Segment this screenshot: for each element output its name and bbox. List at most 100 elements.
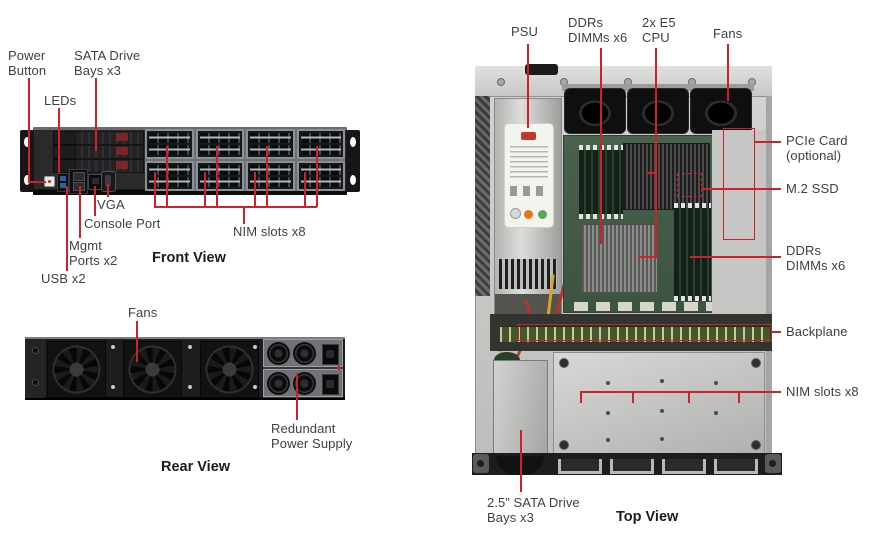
label-console-port: Console Port [84, 216, 161, 231]
label-pcie-card: PCIe Card (optional) [786, 133, 848, 164]
callout-nim-tick [738, 391, 740, 403]
pcie-bay-floor [712, 130, 766, 313]
cpu2-heatsink [581, 224, 658, 293]
label-sata-bays-top: 2.5” SATA Drive Bays x3 [487, 495, 580, 526]
power-led [47, 179, 51, 183]
psu-module [263, 339, 343, 367]
rack-ear-right [346, 130, 360, 192]
nim-port-row [199, 165, 240, 175]
thumbscrew-tab [765, 454, 781, 473]
callout-nim [316, 146, 318, 207]
dimm-bank-right [674, 208, 711, 301]
side-vent [475, 96, 490, 296]
callout-m2 [701, 188, 781, 190]
callout-redundant-psu [296, 373, 298, 420]
callout-nim-tick [580, 391, 582, 403]
rear-fan [47, 341, 106, 398]
iec-inlet [322, 374, 339, 395]
iec-inlet [322, 344, 339, 365]
nim-port-row [300, 165, 341, 175]
rear-mount-strip [25, 339, 45, 398]
bottom-bracket [472, 453, 782, 475]
callout-pcie-region [723, 128, 755, 240]
nim-module [145, 129, 194, 159]
callout-usb [66, 186, 68, 271]
callout-top-psu [527, 44, 529, 128]
label-power-button: Power Button [8, 48, 47, 79]
callout-m2-region [677, 173, 702, 197]
bracket-cutout [714, 459, 758, 474]
nim-port-row [250, 145, 291, 155]
callout-nim-tick [688, 391, 690, 403]
nim-port-row [300, 145, 341, 155]
label-usb: USB x2 [41, 271, 86, 286]
front-view-graphic [20, 125, 360, 195]
callout-nim [154, 206, 317, 208]
label-redundant-psu: Redundant Power Supply [271, 421, 353, 452]
nim-port-row [149, 145, 190, 155]
bay-latch [116, 147, 128, 155]
nim-port-row [149, 133, 190, 143]
callout-ddrs-top [600, 48, 602, 244]
callout-nim [304, 172, 306, 207]
rear-fan [200, 341, 259, 398]
callout-cpu-branch1 [646, 172, 656, 174]
redundant-psu [263, 339, 343, 398]
sata-drive-bay [75, 145, 144, 159]
callout-console [94, 186, 96, 216]
bracket-cutout [610, 459, 654, 474]
chassis-handle [525, 64, 558, 75]
rear-view-graphic [25, 337, 345, 400]
callout-ddrs-right [690, 256, 781, 258]
nim-module [246, 129, 295, 159]
callout-rear-fans [136, 321, 138, 362]
bracket-cutout [662, 459, 706, 474]
cpu1-heatsink [623, 143, 710, 210]
rear-view-title: Rear View [161, 459, 231, 475]
label-rear-fans: Fans [128, 305, 158, 320]
callout-leds [58, 108, 60, 173]
callout-nim [254, 172, 256, 207]
callout-mgmt [79, 186, 81, 238]
nim-module [296, 129, 345, 159]
thumbscrew-tab [473, 454, 489, 473]
psu-fan [293, 372, 316, 395]
drive-tray-left [53, 131, 76, 145]
top-view-graphic [472, 62, 784, 480]
psu-fan [293, 342, 316, 365]
callout-nim [266, 146, 268, 207]
callout-sata-bays [95, 78, 97, 151]
vga-port [101, 171, 116, 192]
callout-top-fans [727, 44, 729, 101]
bracket-cutout [558, 459, 602, 474]
psu-fan [267, 342, 290, 365]
nim-port-row [250, 177, 291, 187]
callout-power-button [28, 78, 30, 182]
top-fan [564, 88, 626, 134]
rear-fan [123, 341, 182, 398]
inner-wall-right [766, 96, 772, 454]
mgmt-ports [69, 169, 88, 194]
label-m2-ssd: M.2 SSD [786, 181, 839, 196]
callout-cpu-branch2 [638, 256, 656, 258]
nim-port-row [250, 133, 291, 143]
label-sata-drive-bays: SATA Drive Bays x3 [74, 48, 141, 79]
callout-vga [107, 184, 109, 197]
nim-port-row [300, 133, 341, 143]
callout-backplane-region [518, 324, 772, 341]
fan-mount-strip [562, 84, 754, 91]
front-view-title: Front View [152, 250, 226, 266]
psu-brand-mark [521, 132, 536, 140]
nim-cover-plate [553, 352, 765, 454]
bay-latch [116, 161, 128, 169]
top-fan [627, 88, 689, 134]
nim-port-row [149, 165, 190, 175]
label-top-fans: Fans [713, 26, 743, 41]
callout-nim [154, 172, 156, 207]
drive-tray-left [53, 145, 76, 159]
label-nim-slots-front: NIM slots x8 [233, 224, 306, 239]
callout-nim-tick [632, 391, 634, 403]
sata-drive-bay [75, 131, 144, 145]
nim-module [195, 161, 244, 191]
